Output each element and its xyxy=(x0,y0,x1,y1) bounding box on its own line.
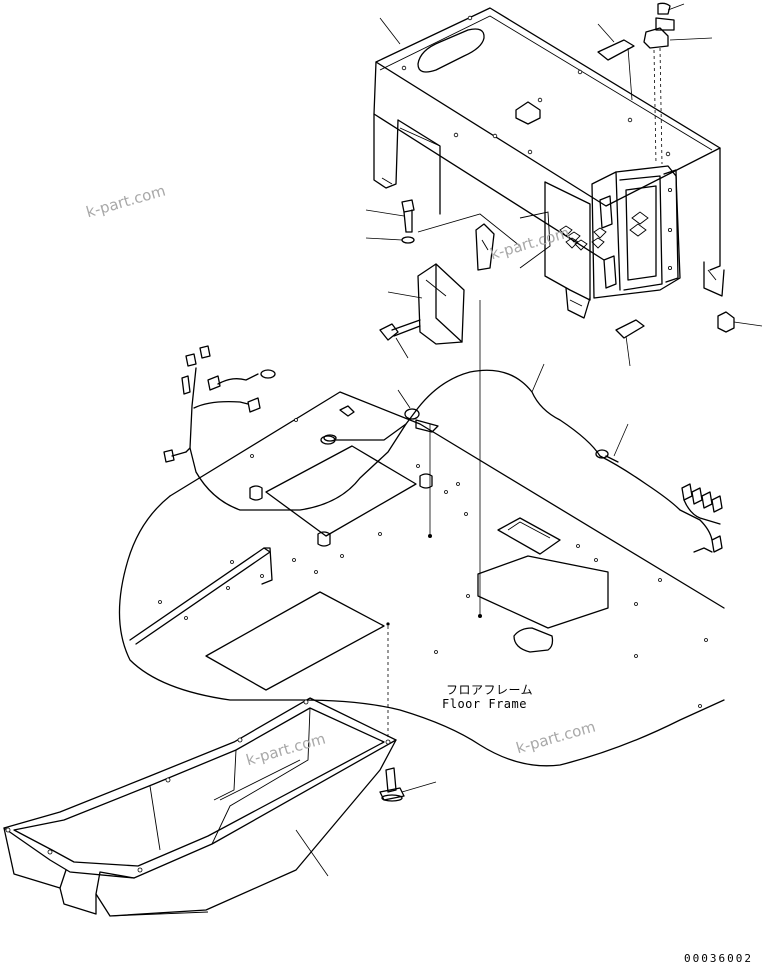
wiring-harness xyxy=(163,345,723,553)
controller-bracket xyxy=(379,199,551,345)
leader-lines xyxy=(295,3,763,877)
cab-rear-cover xyxy=(373,7,725,319)
floor-pan-cover xyxy=(3,697,397,917)
mounting-bolts xyxy=(379,767,405,802)
controller-unit xyxy=(591,2,735,339)
diagram-code: 00036002 xyxy=(684,952,753,965)
floor-frame xyxy=(118,300,725,767)
floor-frame-label-en: Floor Frame xyxy=(442,697,527,711)
floor-frame-label-jp: フロアフレーム xyxy=(446,683,534,697)
